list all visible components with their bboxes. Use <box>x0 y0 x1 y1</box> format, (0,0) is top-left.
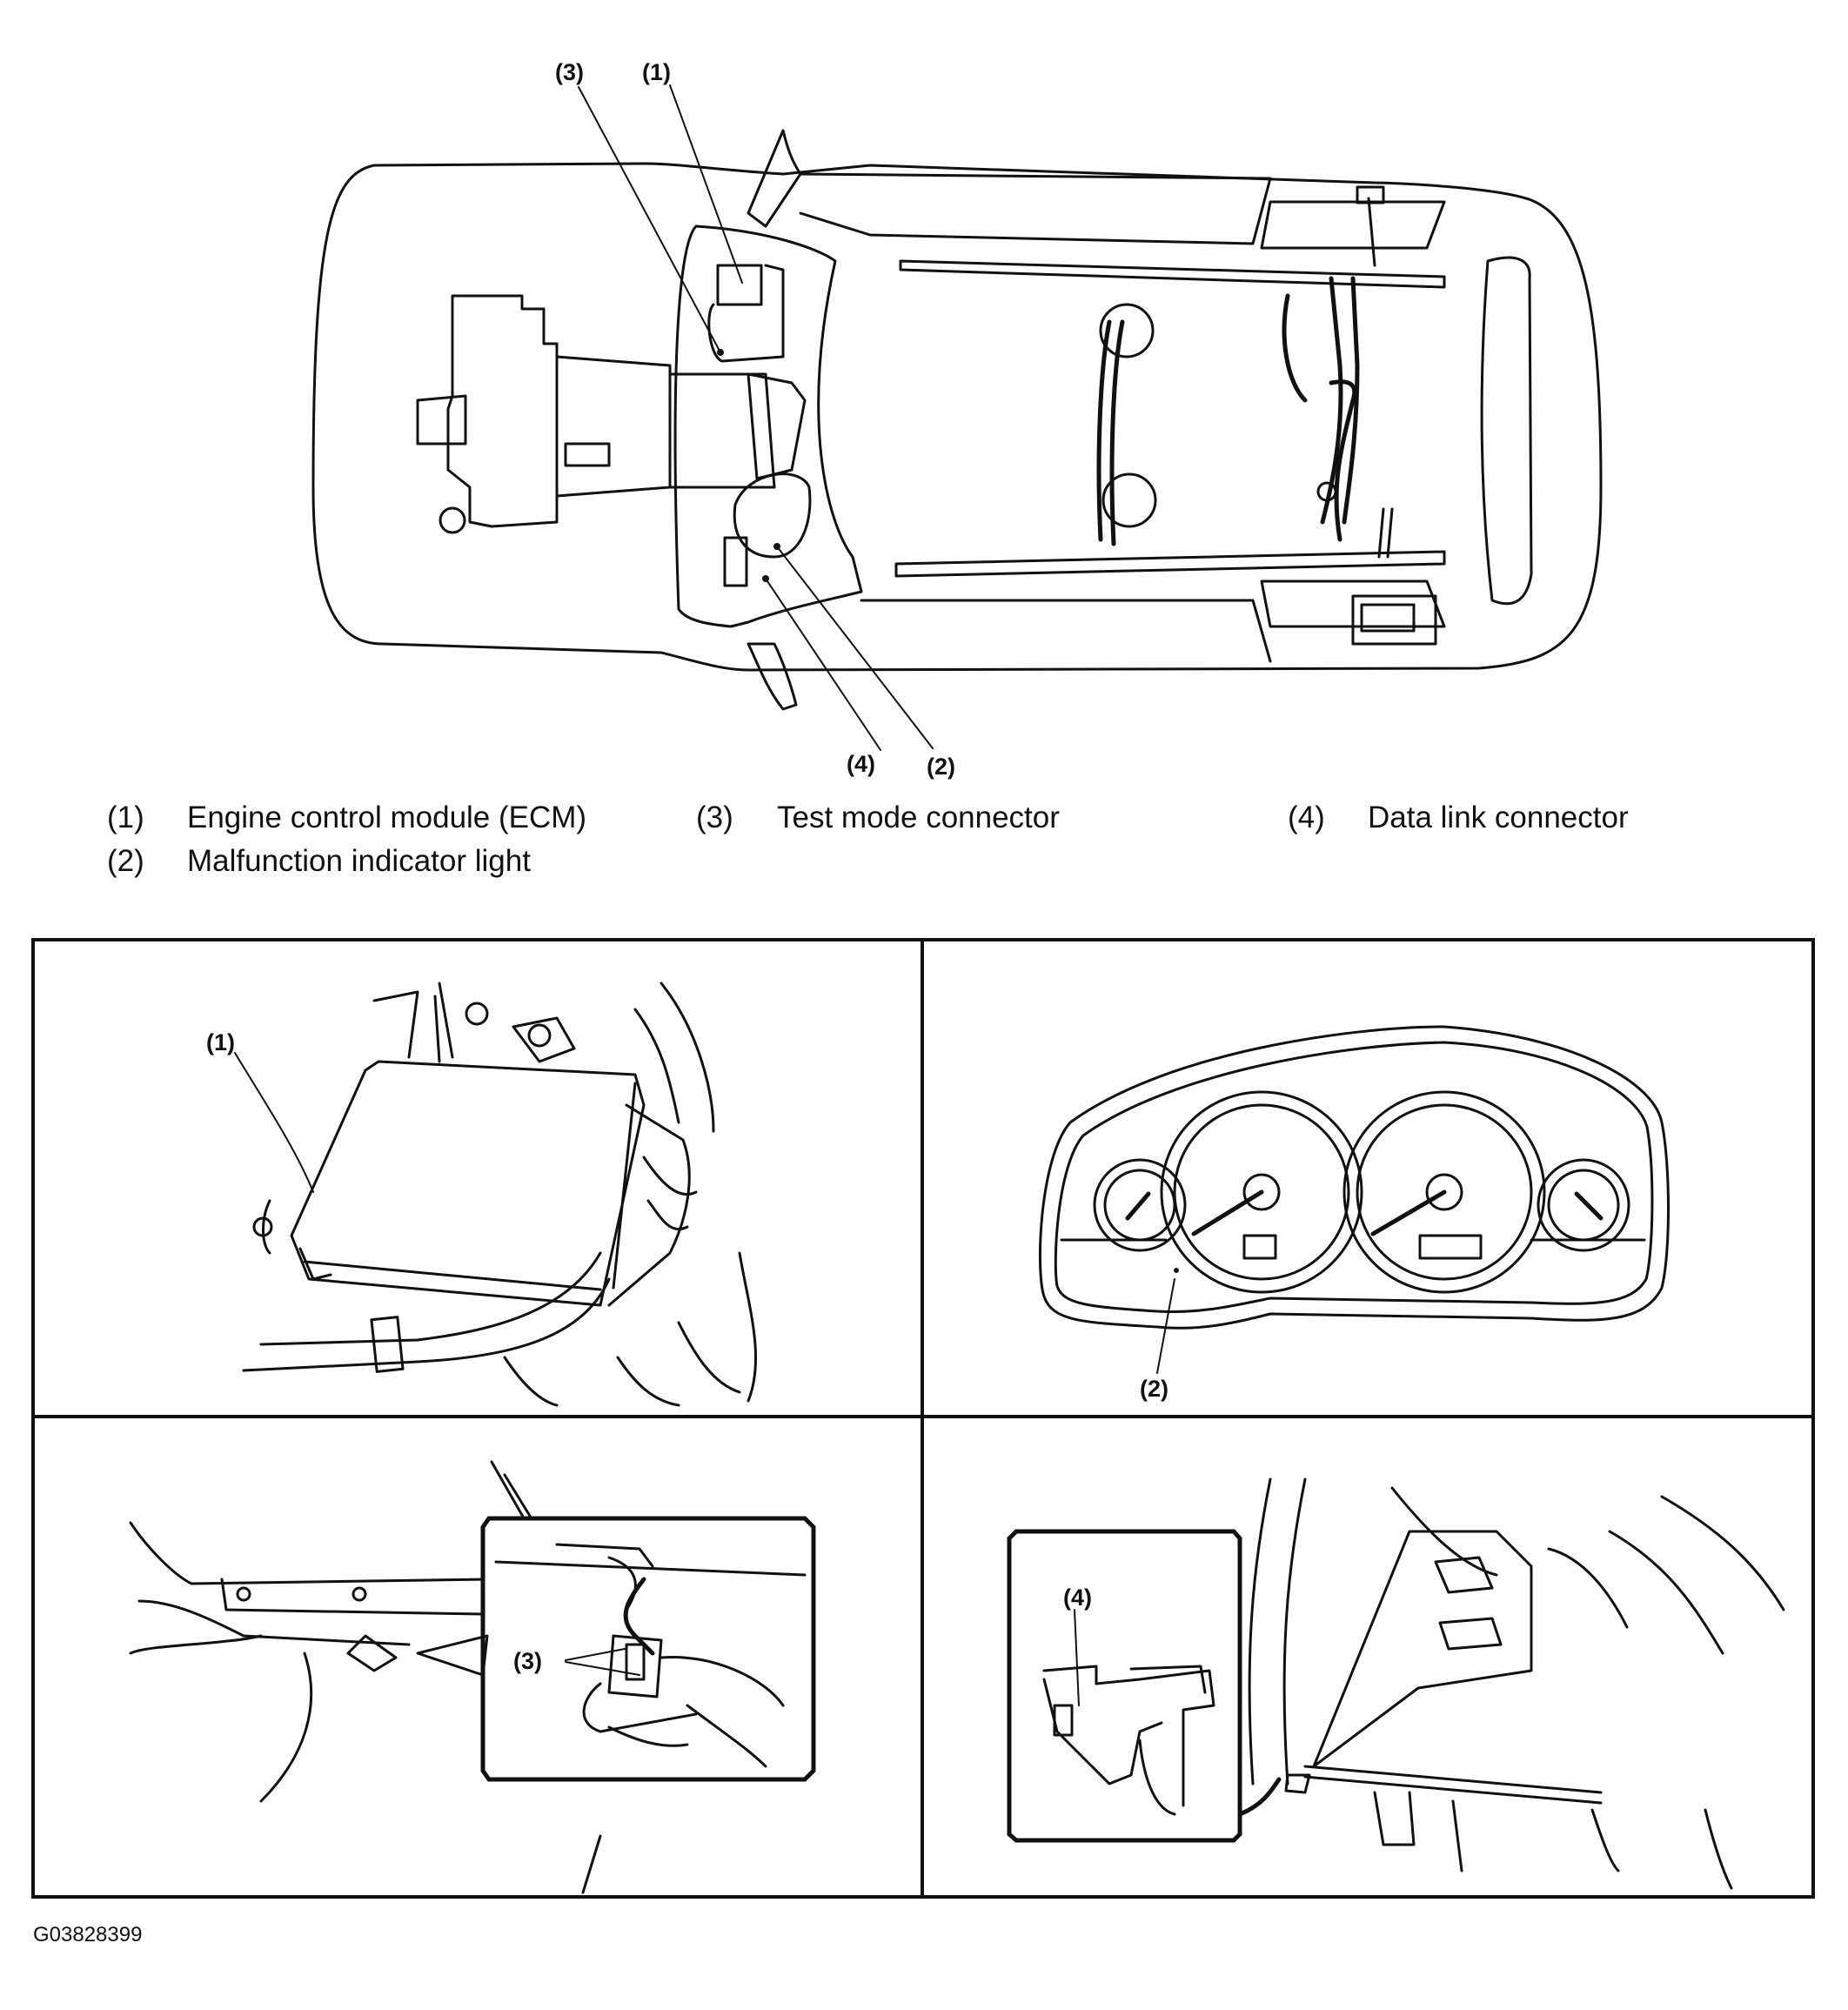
legend-label-ecm: Engine control module (ECM) <box>187 801 587 834</box>
legend-number-4: (4) <box>1288 801 1325 834</box>
cluster-panel-callout: (2) <box>1140 1376 1168 1402</box>
speedometer-gauge <box>1342 1090 1546 1294</box>
test-mode-panel-callout: (3) <box>513 1648 542 1674</box>
legend-number-1: (1) <box>107 801 144 834</box>
data-link-panel-callout: (4) <box>1063 1585 1092 1611</box>
ecm-box <box>290 1060 646 1307</box>
cluster-bezel <box>1038 1025 1670 1330</box>
top-callout-3: (3) <box>555 59 584 85</box>
ecm-panel: (1) <box>206 982 758 1407</box>
data-link-panel: (4) <box>1007 1477 1785 1890</box>
panel-grid <box>31 938 1815 1899</box>
test-mode-panel: (3) <box>129 1460 816 1894</box>
car-body-outline <box>311 162 1603 672</box>
top-callout-1: (1) <box>642 59 671 85</box>
legend-label-data-link: Data link connector <box>1368 801 1629 834</box>
legend-number-3: (3) <box>696 801 733 834</box>
figure-id: G03828399 <box>33 1923 143 1946</box>
legend-label-mil: Malfunction indicator light <box>187 844 531 878</box>
right-small-gauge <box>1537 1158 1630 1252</box>
legend-label-test-mode: Test mode connector <box>777 801 1060 834</box>
cluster-panel: (2) <box>1038 1025 1670 1402</box>
ecm-panel-callout: (1) <box>206 1029 235 1055</box>
legend-number-2: (2) <box>107 844 144 878</box>
tachometer-gauge <box>1160 1090 1363 1294</box>
left-small-gauge <box>1093 1158 1187 1252</box>
ecm-location-marker <box>716 264 763 306</box>
top-callout-2: (2) <box>927 754 955 780</box>
top-callout-4: (4) <box>847 751 875 777</box>
